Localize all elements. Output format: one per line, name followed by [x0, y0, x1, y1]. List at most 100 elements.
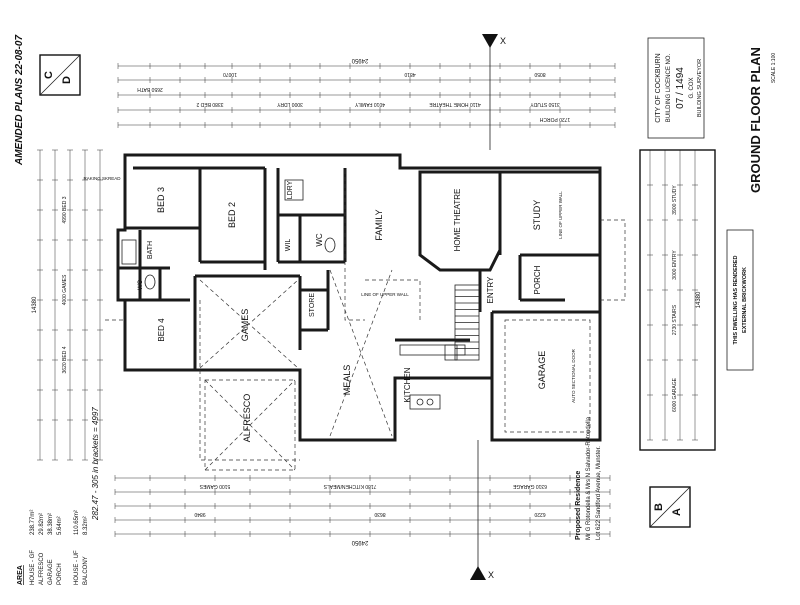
- room-bed3: BED 3: [156, 187, 166, 213]
- svg-text:THIS DWELLING HAS RENDERED: THIS DWELLING HAS RENDERED: [733, 256, 739, 345]
- right-dimensions: 14380 3900 STUDY 3000 ENTRY 2730 STAIRS …: [647, 149, 702, 441]
- room-wc-2: WC: [315, 233, 324, 247]
- dim-top-main-2: 4810: [404, 71, 415, 77]
- upper-wall-note-study: LINE OF UPPER WALL: [558, 191, 563, 239]
- svg-text:EXTERNAL BRICKWORK: EXTERNAL BRICKWORK: [742, 267, 748, 333]
- area-row-label: ALFRESCO: [39, 552, 45, 585]
- room-home-theatre: HOME THEATRE: [453, 189, 462, 252]
- section-x-top: X: [482, 34, 506, 150]
- room-wc-1: WC: [138, 279, 144, 290]
- dim-top-bath: 2650 BATH: [137, 86, 163, 92]
- brick-note: THIS DWELLING HAS RENDERED EXTERNAL BRIC…: [726, 229, 754, 371]
- svg-text:BUILDING SURVEYOR: BUILDING SURVEYOR: [697, 59, 703, 117]
- dim-bottom-kitchen: 7180 KITCHEN/MEALS: [323, 483, 376, 489]
- svg-text:X: X: [488, 570, 494, 580]
- dim-right-entry: 3000 ENTRY: [672, 250, 678, 280]
- dim-right-garage: 6000 GARAGE: [672, 377, 678, 412]
- dim-bottom-games: 5100 GAMES: [199, 483, 230, 489]
- room-games: GAMES: [240, 309, 250, 342]
- area-row-value: 29.82m²: [39, 513, 45, 535]
- room-meals: MEALS: [342, 365, 352, 396]
- svg-text:CITY OF COCKBURN: CITY OF COCKBURN: [655, 53, 662, 123]
- dim-top-bed2: 3380 BED 2: [196, 101, 223, 107]
- upper-wall-note: LINE OF UPPER WALL: [361, 292, 409, 297]
- top-dimensions: 24950 10070 4810 8050 2650 BATH 3380 BED…: [117, 57, 616, 128]
- dim-top-study: 3150 STUDY: [530, 101, 560, 107]
- dim-bottom-sub-2: 8630: [374, 511, 385, 517]
- dim-top-ldry: 3000 LDRY: [276, 101, 302, 107]
- room-alfresco: ALFRESCO: [242, 394, 252, 443]
- dim-bottom-sub-1: 9840: [194, 511, 205, 517]
- room-entry: ENTRY: [486, 276, 495, 304]
- room-ldry: LDRY: [287, 180, 294, 199]
- room-bath: BATH: [147, 241, 154, 259]
- revision-box-top: C D: [39, 54, 81, 96]
- area-row-value: 110.65m²: [74, 510, 80, 535]
- fixtures: [121, 179, 591, 471]
- council-stamp: CITY OF COCKBURN BUILDING LICENCE NO. 07…: [647, 37, 705, 139]
- revision-b: B: [653, 503, 665, 511]
- project-owners: Mr G Rotondella & Mrs N Salvador-Rotonde…: [586, 416, 592, 540]
- project-heading: Proposed Residence: [575, 471, 582, 540]
- room-labels: BED 3 BED 2 BATH WC LDRY WIL WC FAMILY H…: [138, 180, 576, 442]
- area-heading: AREA: [17, 565, 24, 585]
- area-row-label: BALCONY: [83, 556, 89, 585]
- room-porch: PORCH: [533, 265, 542, 294]
- upper-wall-lines: LINE OF UPPER WALL LINE OF UPPER WALL RA…: [83, 170, 626, 461]
- project-details: Proposed Residence Mr G Rotondella & Mrs…: [575, 416, 602, 540]
- room-store: STORE: [309, 293, 316, 317]
- dim-top-theatre: 4110 HOME THEATRE: [429, 101, 481, 107]
- dim-left-games: 4000 GAMES: [62, 274, 68, 305]
- revision-d: D: [61, 76, 73, 84]
- area-row-value: 238.77m²: [30, 510, 36, 535]
- revision-box-bottom: B A: [649, 486, 691, 528]
- dim-bottom-overall: 24950: [351, 539, 368, 545]
- svg-text:07 / 1494: 07 / 1494: [675, 67, 686, 109]
- dim-top-main-3: 8050: [534, 71, 545, 77]
- room-family: FAMILY: [374, 209, 384, 240]
- room-bed2: BED 2: [227, 202, 237, 228]
- area-row-label: HOUSE - GF: [30, 550, 36, 585]
- area-handwritten-note: 282.47 - 305 in brackets = 4997: [91, 407, 100, 521]
- room-wil: WIL: [285, 239, 292, 252]
- room-bed4: BED 4: [157, 318, 166, 342]
- dim-left-overall: 14380: [32, 296, 38, 313]
- dim-right-study: 3900 STUDY: [672, 185, 678, 215]
- svg-text:BUILDING LICENCE NO.: BUILDING LICENCE NO.: [666, 54, 672, 123]
- dim-top-family: 4010 FAMILY: [354, 101, 385, 107]
- svg-text:X: X: [500, 36, 506, 46]
- dim-top-main-1: 10070: [223, 71, 237, 77]
- room-study: STUDY: [532, 200, 542, 231]
- area-row-value: 5.64m²: [57, 516, 63, 535]
- revision-c: C: [43, 71, 55, 79]
- plan-title: GROUND FLOOR PLAN: [748, 47, 763, 193]
- building-walls: [116, 153, 602, 442]
- dim-top-porch: 1720 PORCH: [539, 116, 570, 122]
- dim-top-overall: 24950: [351, 57, 368, 63]
- sectional-door-note: AUTO SECTIONAL DOOR: [571, 348, 576, 403]
- dim-right-stairs: 2730 STAIRS: [672, 304, 678, 335]
- bottom-dimensions: 5100 GAMES 7180 KITCHEN/MEALS 6310 GARAG…: [114, 475, 611, 545]
- svg-text:G. COX: G. COX: [689, 77, 695, 98]
- left-dimensions: 14380 4990 BED 3 4000 GAMES 3620 BED 4: [32, 149, 103, 461]
- revision-a: A: [671, 508, 683, 516]
- dim-right-overall: 14380: [696, 291, 702, 308]
- area-row-label: PORCH: [57, 563, 63, 585]
- dim-bottom-garage: 6310 GARAGE: [512, 483, 547, 489]
- dim-left-bed3: 4990 BED 3: [62, 196, 68, 223]
- area-row-value: 38.38m²: [48, 513, 54, 535]
- area-row-label: HOUSE - UF: [74, 550, 80, 585]
- project-address: Lot 622 Sandford Avenue, Munster.: [596, 446, 602, 540]
- amended-note: AMENDED PLANS 22-08-07: [14, 35, 25, 166]
- section-x-bottom: X: [470, 440, 494, 580]
- room-garage: GARAGE: [537, 351, 547, 390]
- title-block: CITY OF COCKBURN BUILDING LICENCE NO. 07…: [575, 37, 777, 540]
- area-row-value: 8.32m²: [83, 516, 89, 535]
- dim-left-bed4: 3620 BED 4: [62, 346, 68, 373]
- area-row-label: GARAGE: [48, 559, 54, 585]
- plan-scale: SCALE 1:100: [771, 53, 777, 84]
- raking-note: RAKING SKREAD: [83, 176, 121, 181]
- dim-bottom-sub-3: 6220: [534, 511, 545, 517]
